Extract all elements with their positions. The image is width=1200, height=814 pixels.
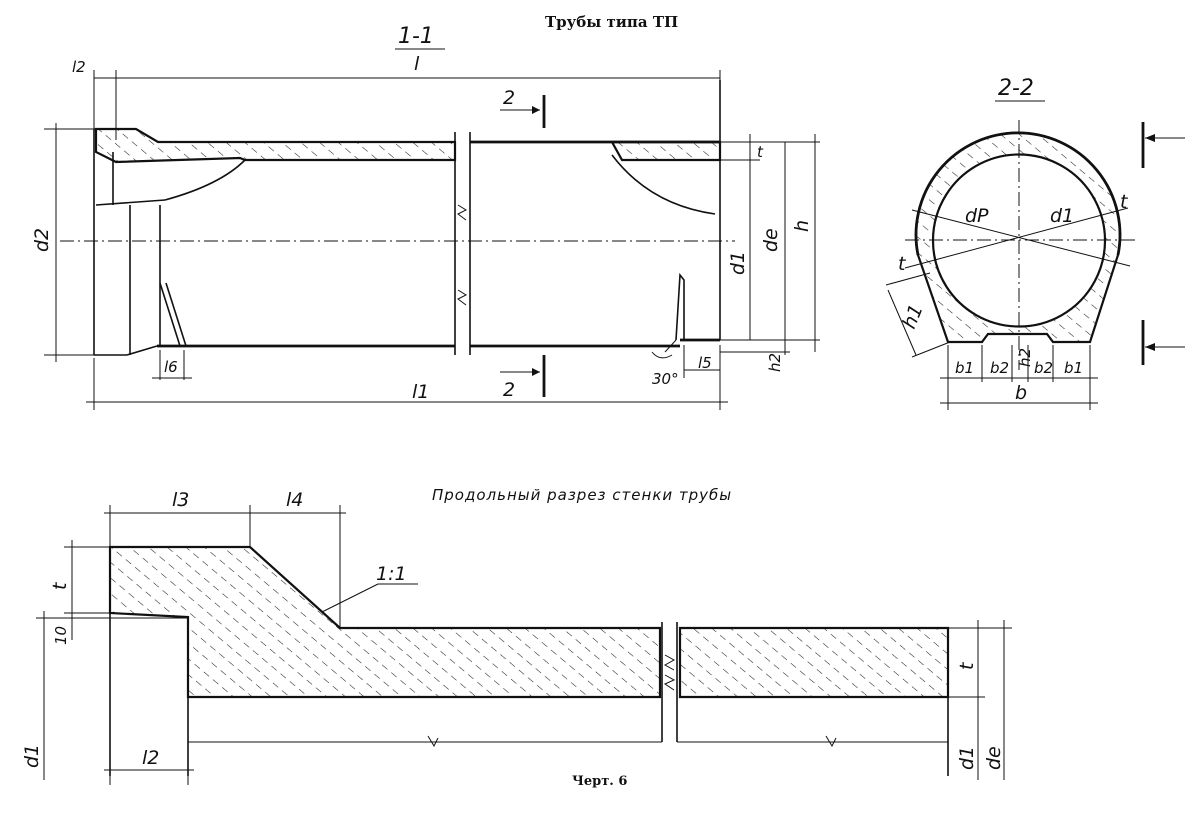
dim-l2-top-label: l2 <box>72 58 86 76</box>
dim-h-label: h <box>791 220 813 232</box>
section-2-2-label: 2-2 <box>998 76 1034 101</box>
dim-de-label: de <box>760 228 782 252</box>
dim-h2-circle-label: h2 <box>1016 348 1034 367</box>
wall-longitudinal-section: Продольный разрез стенки трубы l3 l4 1:1 <box>21 486 1012 785</box>
dim-d1-label: d1 <box>727 251 749 275</box>
dim-t-wall-left: t <box>49 581 71 590</box>
dim-t-circle-left: t <box>898 253 907 275</box>
cut-mark-bottom: 2 <box>503 379 515 401</box>
dim-d2-label: d2 <box>31 228 53 252</box>
dim-ten-label: 10 <box>52 626 70 645</box>
dim-l4-label: l4 <box>286 489 303 511</box>
dim-dp-label: dP <box>965 205 989 227</box>
cut-mark-top: 2 <box>503 87 515 109</box>
dim-l2-wall-label: l2 <box>142 747 159 769</box>
slope-label: 1:1 <box>376 563 407 585</box>
dim-b1-right-label: b1 <box>1064 359 1083 377</box>
dim-t-label: t <box>757 143 764 161</box>
dim-d1-circle-label: d1 <box>1050 205 1074 227</box>
section-1-1-label: 1-1 <box>398 24 434 49</box>
dim-l1-label: l1 <box>412 381 429 403</box>
dim-b1-left-label: b1 <box>955 359 974 377</box>
dim-b2-right-label: b2 <box>1034 359 1053 377</box>
dim-b-label: b <box>1015 382 1027 404</box>
wall-section-note: Продольный разрез стенки трубы <box>432 486 732 504</box>
dim-de-wall-right: de <box>983 746 1005 770</box>
dim-t-circle-right: t <box>1120 191 1129 213</box>
dim-h1-label: h1 <box>898 301 927 332</box>
dim-b2-left-label: b2 <box>990 359 1009 377</box>
section-2-2-view: 2-2 dP d1 t t h1 h2 b1 b2 b2 b <box>885 76 1185 410</box>
dim-h2-label: h2 <box>766 353 784 372</box>
dim-d1-wall-right: d1 <box>956 746 978 770</box>
drawing-title: Трубы типа ТП <box>545 13 678 31</box>
dim-l-label: l <box>414 53 420 75</box>
dim-angle-label: 30° <box>652 370 679 388</box>
section-1-1-view: 1-1 <box>31 24 820 410</box>
dim-l3-label: l3 <box>172 489 189 511</box>
dim-d1-wall-left: d1 <box>21 744 43 768</box>
dim-t-wall-right: t <box>956 661 978 670</box>
dim-l6-label: l6 <box>164 358 178 376</box>
dim-l5-label: l5 <box>698 354 712 372</box>
figure-caption: Черт. 6 <box>572 774 627 789</box>
